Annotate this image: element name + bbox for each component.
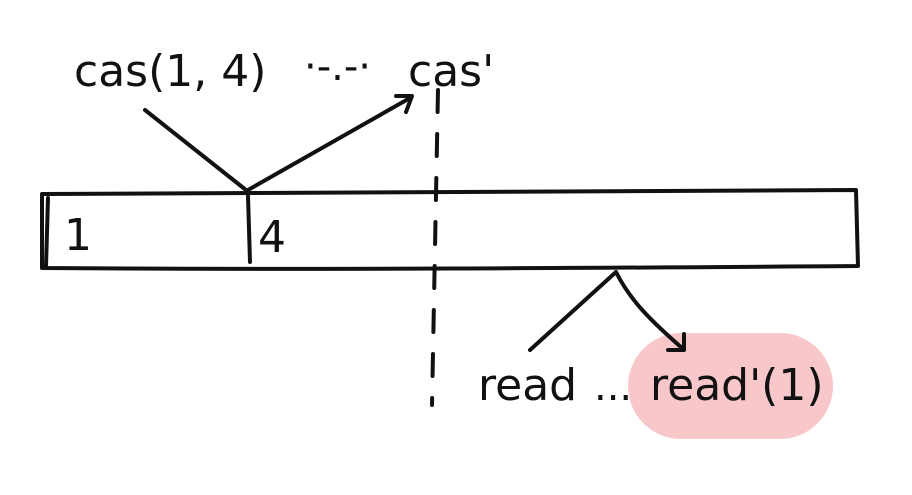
cas-arrowhead <box>394 94 414 114</box>
cas-prime-label: cas' <box>408 46 494 97</box>
linearization-dashed-line <box>430 88 440 407</box>
cas-outgoing-arrow <box>246 96 412 192</box>
read-result-label: read'(1) <box>650 360 824 411</box>
result-highlight <box>628 333 833 439</box>
cas-incoming-line <box>143 108 248 192</box>
bottom-ellipsis: ... <box>594 364 632 410</box>
cas-operation-label: cas(1, 4) <box>74 46 266 97</box>
tape-left-edge <box>44 196 50 268</box>
read-label: read <box>478 360 577 411</box>
tape-cell-value-1: 1 <box>64 210 92 261</box>
read-incoming-line <box>528 270 618 352</box>
memory-tape <box>40 188 860 271</box>
read-outgoing-arrow <box>614 270 684 350</box>
read-arrowhead <box>666 332 686 352</box>
tape-cell-divider <box>246 194 252 264</box>
top-ellipsis: ·-.-· <box>304 44 371 90</box>
tape-cell-value-4: 4 <box>258 212 286 263</box>
